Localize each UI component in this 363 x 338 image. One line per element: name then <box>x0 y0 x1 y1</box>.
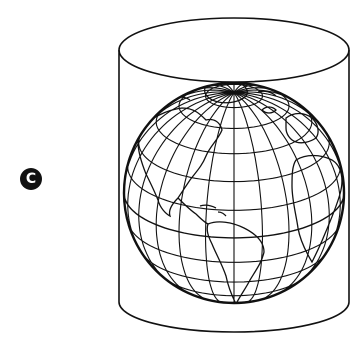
cylinder-bottom-front-arc <box>119 302 349 332</box>
cylinder-top-ellipse <box>119 18 349 82</box>
globe <box>124 81 344 304</box>
